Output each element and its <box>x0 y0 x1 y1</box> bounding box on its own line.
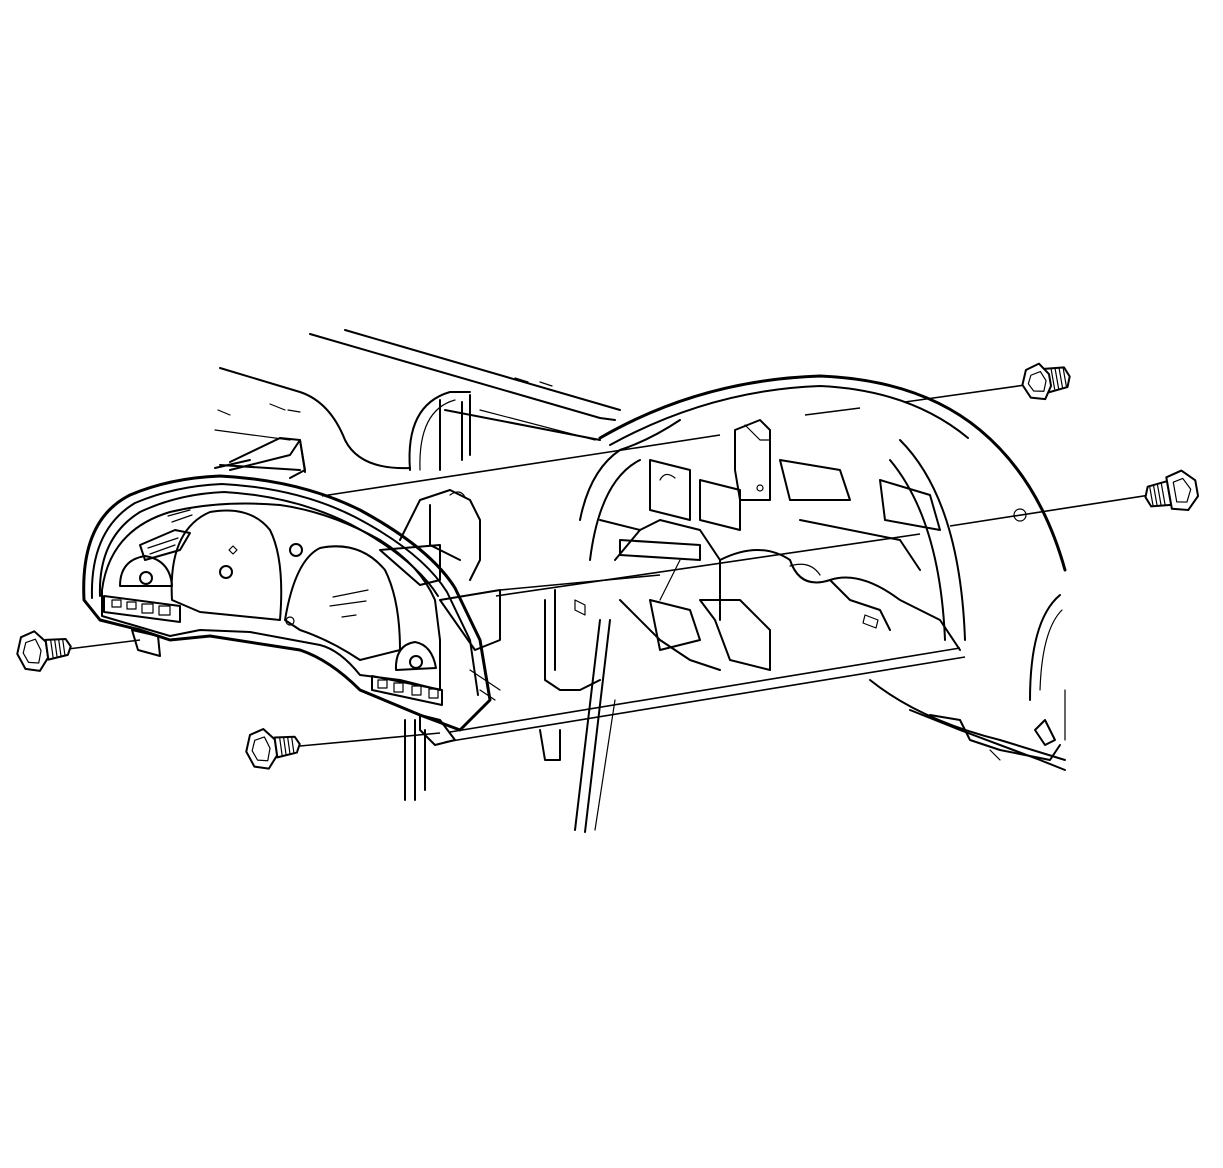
instrument-cluster <box>82 439 501 746</box>
screw-left <box>16 630 72 672</box>
screw-lower <box>245 728 301 770</box>
screw-right <box>1144 469 1200 511</box>
instrument-panel-carrier <box>214 329 1067 833</box>
alignment-lines <box>59 384 1151 747</box>
screw-upper-right <box>1021 362 1071 401</box>
